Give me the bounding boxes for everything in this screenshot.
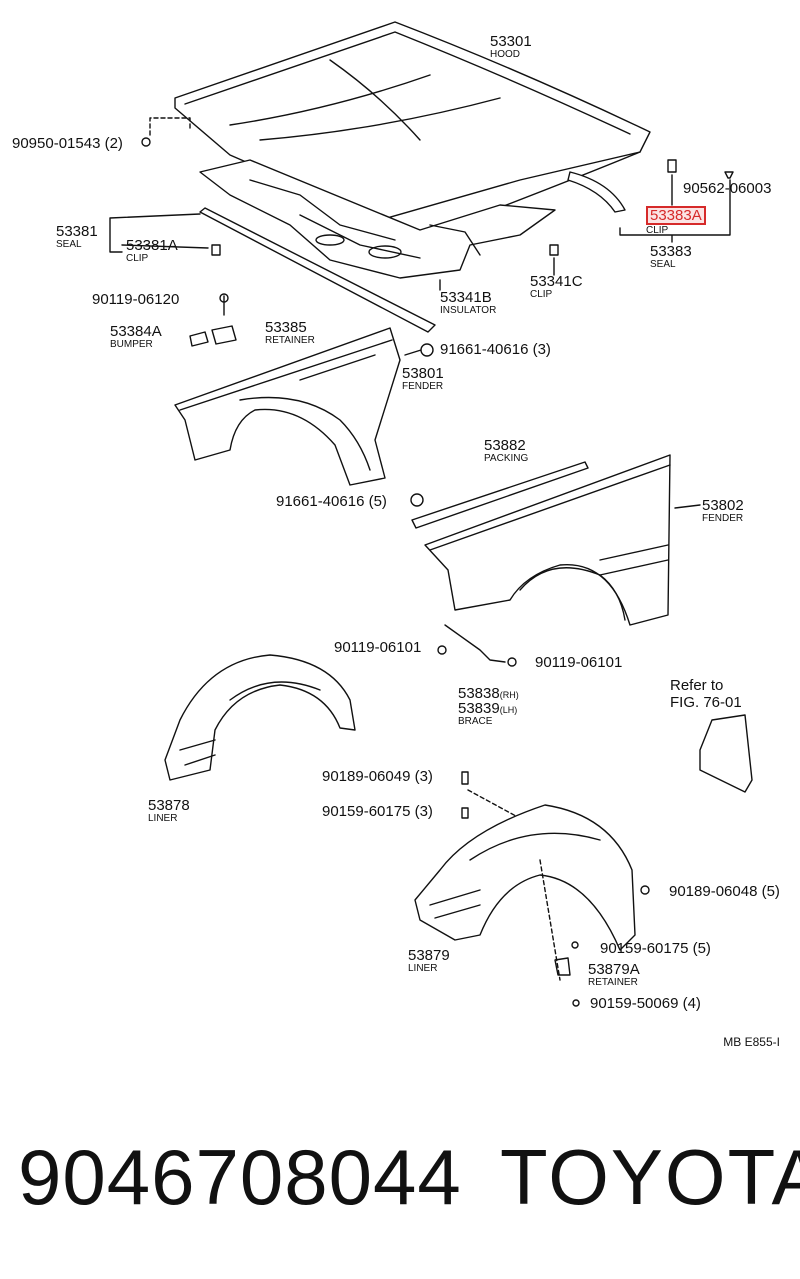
label-bolt-90119-06101-b: 90119-06101 [535, 654, 623, 671]
label-screw-90159-50069: 90159-50069 (4) [590, 995, 701, 1012]
label-screw-90159-60175-b: 90159-60175 (5) [600, 940, 711, 957]
insulator-shape [199, 159, 556, 279]
label-bolt-90119-06120: 90119-06120 [92, 291, 180, 308]
brand-name: TOYOTA [500, 1133, 800, 1221]
diagram-code: MB E855-I [723, 1035, 780, 1049]
fender-lh-shape [174, 327, 401, 486]
label-clip-90189-06048: 90189-06048 (5) [669, 883, 780, 900]
label-clip-90189-06049: 90189-06049 (3) [322, 768, 433, 785]
label-bolt-90119-06101-a: 90119-06101 [334, 639, 422, 656]
hood-shape [174, 21, 651, 239]
highlighted-part-53383a: 53383A [646, 206, 706, 225]
liner-53879-shape [414, 804, 636, 951]
label-hood-bolt: 90950-01543 (2) [12, 135, 123, 152]
fender-rh-shape [424, 454, 671, 626]
label-screw-91661-b: 91661-40616 (5) [276, 493, 387, 510]
label-brace: 53838(RH) 53839(LH) BRACE [458, 685, 519, 727]
label-screw-90159-60175-a: 90159-60175 (3) [322, 803, 433, 820]
label-screw-91661-a: 91661-40616 (3) [440, 341, 551, 358]
part-number: 9046708044 [18, 1133, 462, 1221]
label-clip-90562: 90562-06003 [683, 180, 772, 197]
liner-53878-shape [164, 654, 356, 781]
